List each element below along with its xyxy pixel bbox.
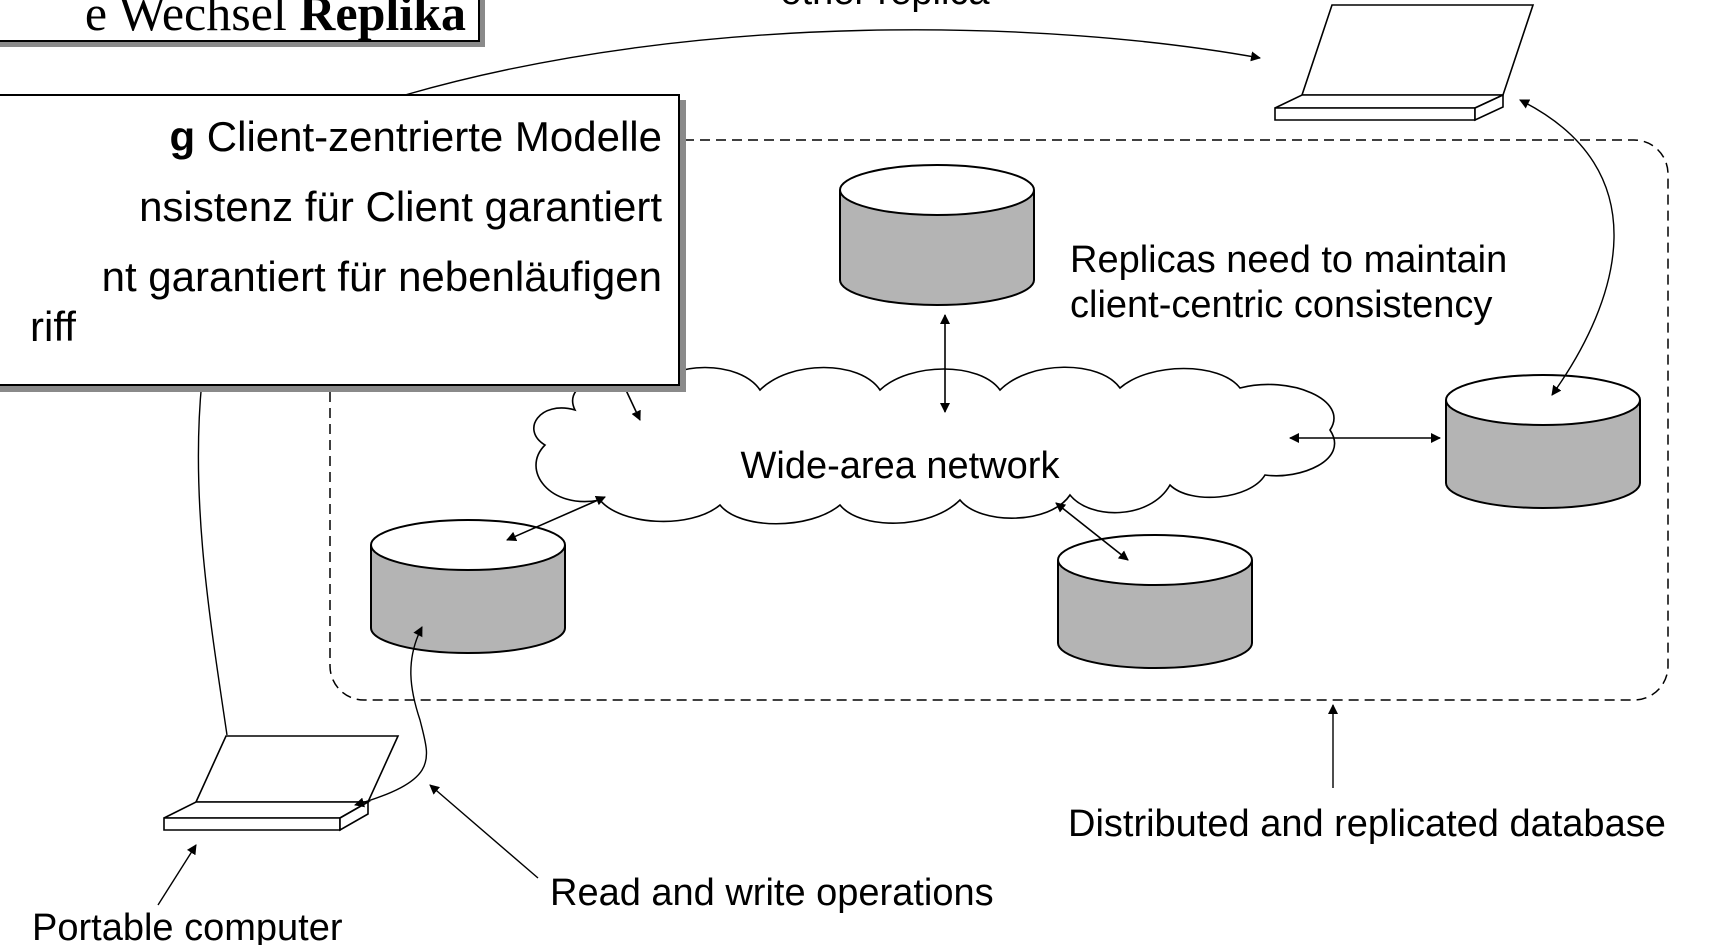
- slide-title-box: e Wechsel Replika: [0, 0, 480, 42]
- wan-cloud: [533, 366, 1336, 525]
- label-replicas-note-2: client-centric consistency: [1070, 284, 1492, 326]
- label-operations: Read and write operations: [550, 872, 994, 914]
- arrow-wan-left-db: [506, 496, 606, 541]
- pointer-portable: [157, 844, 197, 906]
- note-line-4: riff: [30, 303, 76, 350]
- arrow-note-wan: [624, 387, 641, 421]
- database-replica-top: [839, 164, 1035, 306]
- note-box: g Client-zentrierte Modelle nsistenz für…: [0, 94, 680, 386]
- laptop-icon-top: [1274, 4, 1535, 122]
- database-replica-bottom: [1057, 534, 1253, 669]
- database-replica-right: [1445, 374, 1641, 509]
- curve-laptop-left-db: [354, 626, 428, 808]
- label-portable-computer: Portable computer: [32, 907, 343, 945]
- label-replicas-note-1: Replicas need to maintain: [1070, 239, 1507, 281]
- database-boundary: [329, 139, 1669, 701]
- note-line-2: nsistenz für Client garantiert: [139, 183, 662, 230]
- label-wan: Wide-area network: [741, 445, 1061, 487]
- label-other-replica: other replica: [780, 0, 990, 13]
- label-database: Distributed and replicated database: [1068, 803, 1666, 845]
- note-line-1: g Client-zentrierte Modelle: [169, 113, 662, 160]
- arrow-wan-bottom-db: [1055, 502, 1129, 561]
- slide-title: e Wechsel Replika: [84, 0, 466, 41]
- pointer-operations: [429, 784, 539, 879]
- curve-to-other-replica: [404, 29, 1261, 96]
- note-line-3: nt garantiert für nebenläufigen: [101, 253, 662, 300]
- database-replica-left: [370, 519, 566, 654]
- curve-laptop-right-db: [1519, 99, 1615, 396]
- curve-portable-left: [197, 379, 228, 736]
- laptop-icon-bottom: [163, 735, 400, 832]
